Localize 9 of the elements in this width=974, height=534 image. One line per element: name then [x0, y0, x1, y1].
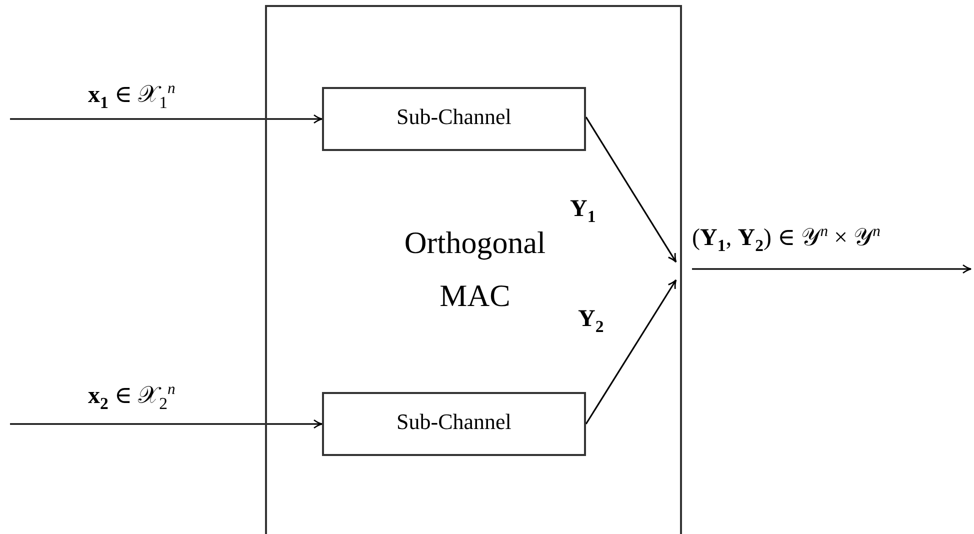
box-label: Sub-Channel: [396, 409, 512, 436]
channel-box: [265, 5, 682, 534]
edge-label: (Y$_{1}$, Y$_{2}$) ∈ 𝒴$^{n}$ × 𝒴$^{n}$: [692, 223, 880, 256]
edge-label: Y$_{1}$: [570, 196, 596, 227]
box-label: Sub-Channel: [396, 104, 512, 130]
sub-channel-box: [322, 87, 586, 151]
sub-channel-box: [322, 392, 586, 456]
edge-label: Y$_{2}$: [578, 306, 604, 337]
channel-name: Orthogonal MAC: [403, 224, 547, 315]
